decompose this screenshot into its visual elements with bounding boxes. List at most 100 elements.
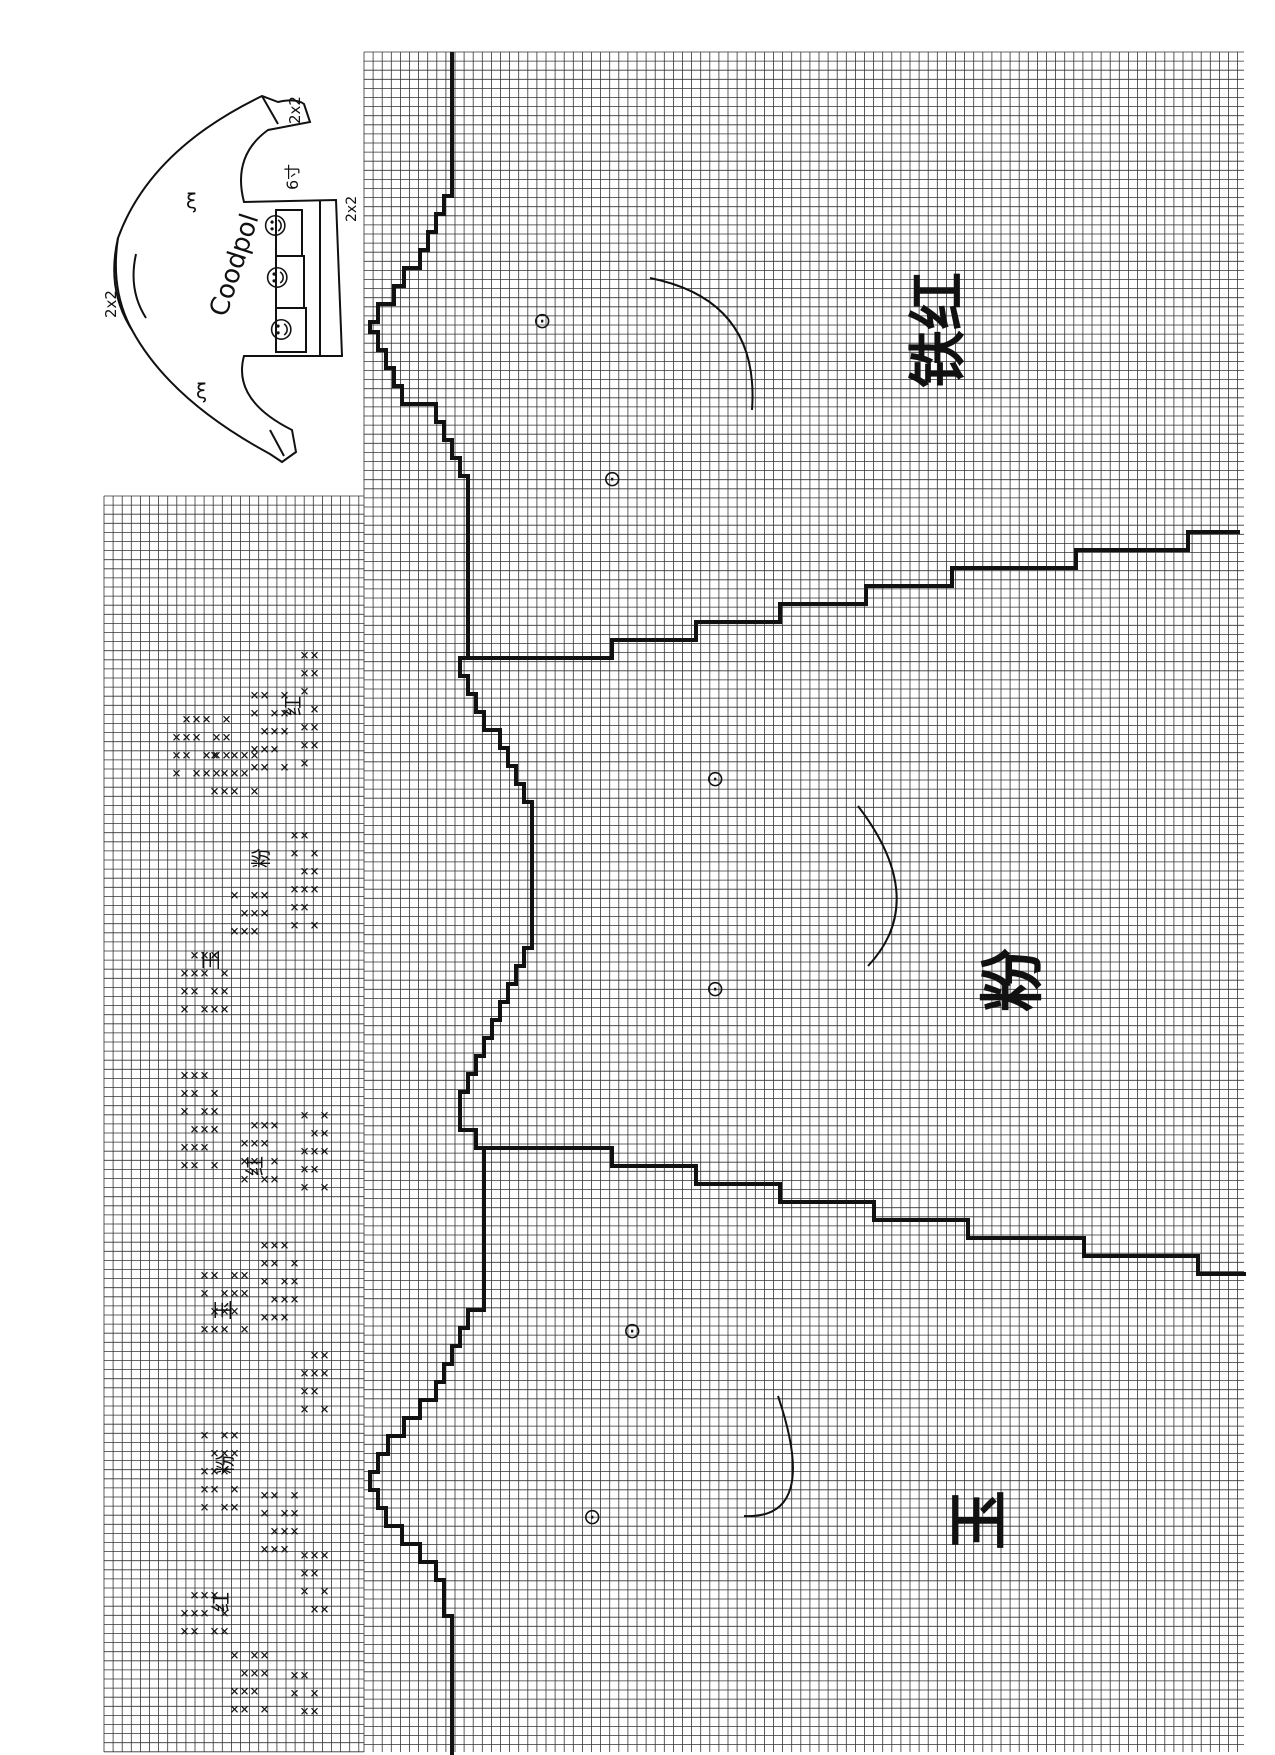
cross-stitch-mark: ×	[310, 1346, 319, 1364]
cross-stitch-mark: ×	[190, 1156, 199, 1174]
cross-stitch-mark: ×	[200, 1462, 209, 1480]
cross-stitch-mark: ×	[310, 1160, 319, 1178]
cross-stitch-mark: ×	[250, 886, 259, 904]
cross-stitch-mark: ×	[210, 982, 219, 1000]
cross-stitch-mark: ×	[180, 1622, 189, 1640]
cross-stitch-mark: ×	[320, 1582, 329, 1600]
cross-stitch-mark: ×	[300, 1666, 309, 1684]
sweater-cuff-bottom	[269, 429, 285, 457]
cross-stitch-mark: ×	[300, 862, 309, 880]
cross-stitch-mark: ×	[240, 1134, 249, 1152]
cross-stitch-mark: ×	[300, 718, 309, 736]
cross-stitch-mark: ×	[202, 710, 211, 728]
cross-stitch-mark: ×	[320, 1142, 329, 1160]
cross-stitch-mark: ×	[190, 946, 199, 964]
cross-stitch-mark: ×	[210, 1000, 219, 1018]
cross-stitch-mark: ×	[240, 904, 249, 922]
sweater-face-3: ☺	[268, 317, 296, 342]
sweater-size-note: 6寸	[283, 164, 302, 190]
cross-stitch-mark: ×	[230, 1646, 239, 1664]
smile-arc-middle	[857, 805, 898, 967]
outline-strokes	[368, 52, 1246, 1755]
divider-lower	[476, 1146, 1246, 1276]
cross-stitch-mark: ×	[212, 728, 221, 746]
cross-stitch-mark: ×	[210, 1622, 219, 1640]
cross-stitch-mark: ×	[290, 898, 299, 916]
cross-stitch-mark: ×	[210, 1586, 219, 1604]
cross-stitch-mark: ×	[212, 746, 221, 764]
sweater-face-2: ☺	[264, 265, 292, 290]
cross-stitch-mark: ×	[250, 1682, 259, 1700]
cross-stitch-mark: ×	[280, 1522, 289, 1540]
cross-stitch-mark: ×	[200, 1586, 209, 1604]
cross-stitch-mark: ×	[320, 1106, 329, 1124]
cross-stitch-mark: ×	[250, 1664, 259, 1682]
cross-stitch-mark: ×	[180, 982, 189, 1000]
cross-stitch-mark: ×	[310, 916, 319, 934]
eye-mark-5: ⊙	[623, 1319, 641, 1344]
cross-stitch-mark: ×	[210, 1156, 219, 1174]
cross-stitch-mark: ×	[310, 718, 319, 736]
cross-stitch-mark: ×	[220, 1622, 229, 1640]
cross-stitch-mark: ×	[230, 1682, 239, 1700]
region-label-tiehong: 铁红	[904, 272, 972, 388]
cross-stitch-mark: ×	[200, 1284, 209, 1302]
cross-stitch-mark: ×	[182, 728, 191, 746]
cross-stitch-mark: ×	[270, 1290, 279, 1308]
cross-stitch-mark: ×	[172, 728, 181, 746]
cross-stitch-mark: ×	[230, 1426, 239, 1444]
cross-stitch-mark: ×	[180, 1084, 189, 1102]
cross-stitch-mark: ×	[310, 880, 319, 898]
cross-stitch-mark: ×	[320, 1400, 329, 1418]
smile-arc-top	[649, 277, 754, 411]
sweater-cuff-top	[261, 95, 279, 125]
cross-stitch-mark: ×	[260, 1664, 269, 1682]
cross-stitch-mark: ×	[190, 1622, 199, 1640]
motif-label-1: 红	[281, 696, 305, 716]
cross-stitch-mark: ×	[300, 898, 309, 916]
cross-stitch-mark: ×	[280, 1540, 289, 1558]
cross-stitch-mark: ×	[290, 1504, 299, 1522]
cross-stitch-mark: ×	[260, 1254, 269, 1272]
cross-stitch-mark: ×	[200, 1320, 209, 1338]
cross-stitch-mark: ×	[260, 1700, 269, 1718]
cross-stitch-mark: ×	[290, 880, 299, 898]
cross-stitch-mark: ×	[192, 710, 201, 728]
cross-stitch-mark: ×	[190, 1586, 199, 1604]
cross-stitch-mark: ×	[172, 764, 181, 782]
cross-stitch-mark: ×	[290, 1684, 299, 1702]
cross-stitch-mark: ×	[320, 1364, 329, 1382]
cross-stitch-mark: ×	[230, 1266, 239, 1284]
cross-stitch-mark: ×	[230, 922, 239, 940]
cross-stitch-mark: ×	[310, 1564, 319, 1582]
cross-stitch-mark: ×	[250, 1152, 259, 1170]
motif-label-2: 粉	[249, 848, 273, 868]
cross-stitch-mark: ×	[212, 764, 221, 782]
cross-stitch-mark: ×	[200, 1000, 209, 1018]
cross-stitch-mark: ×	[280, 1236, 289, 1254]
cross-stitch-mark: ×	[220, 1498, 229, 1516]
cross-stitch-mark: ×	[200, 1604, 209, 1622]
cross-stitch-mark: ×	[290, 826, 299, 844]
cross-stitch-mark: ×	[260, 904, 269, 922]
cross-stitch-mark: ×	[300, 1564, 309, 1582]
cross-stitch-mark: ×	[290, 1486, 299, 1504]
cross-stitch-mark: ×	[270, 1152, 279, 1170]
cross-stitch-mark: ×	[220, 1000, 229, 1018]
cross-stitch-mark: ×	[270, 1308, 279, 1326]
cross-stitch-mark: ×	[270, 1116, 279, 1134]
cross-stitch-mark: ×	[260, 758, 269, 776]
cross-stitch-mark: ×	[250, 922, 259, 940]
cross-stitch-mark: ×	[270, 1486, 279, 1504]
region-labels: 铁红 粉 玉	[904, 272, 1051, 1550]
cross-stitch-mark: ×	[280, 704, 289, 722]
cross-stitch-mark: ×	[210, 1266, 219, 1284]
eye-mark-6: ⊙	[583, 1505, 601, 1530]
cross-stitch-mark: ×	[180, 964, 189, 982]
face-arcs	[649, 277, 898, 1518]
cross-stitch-mark: ×	[200, 1102, 209, 1120]
cross-stitch-mark: ×	[310, 1124, 319, 1142]
body-edge-line	[368, 52, 534, 1755]
cross-stitch-mark: ×	[310, 1546, 319, 1564]
